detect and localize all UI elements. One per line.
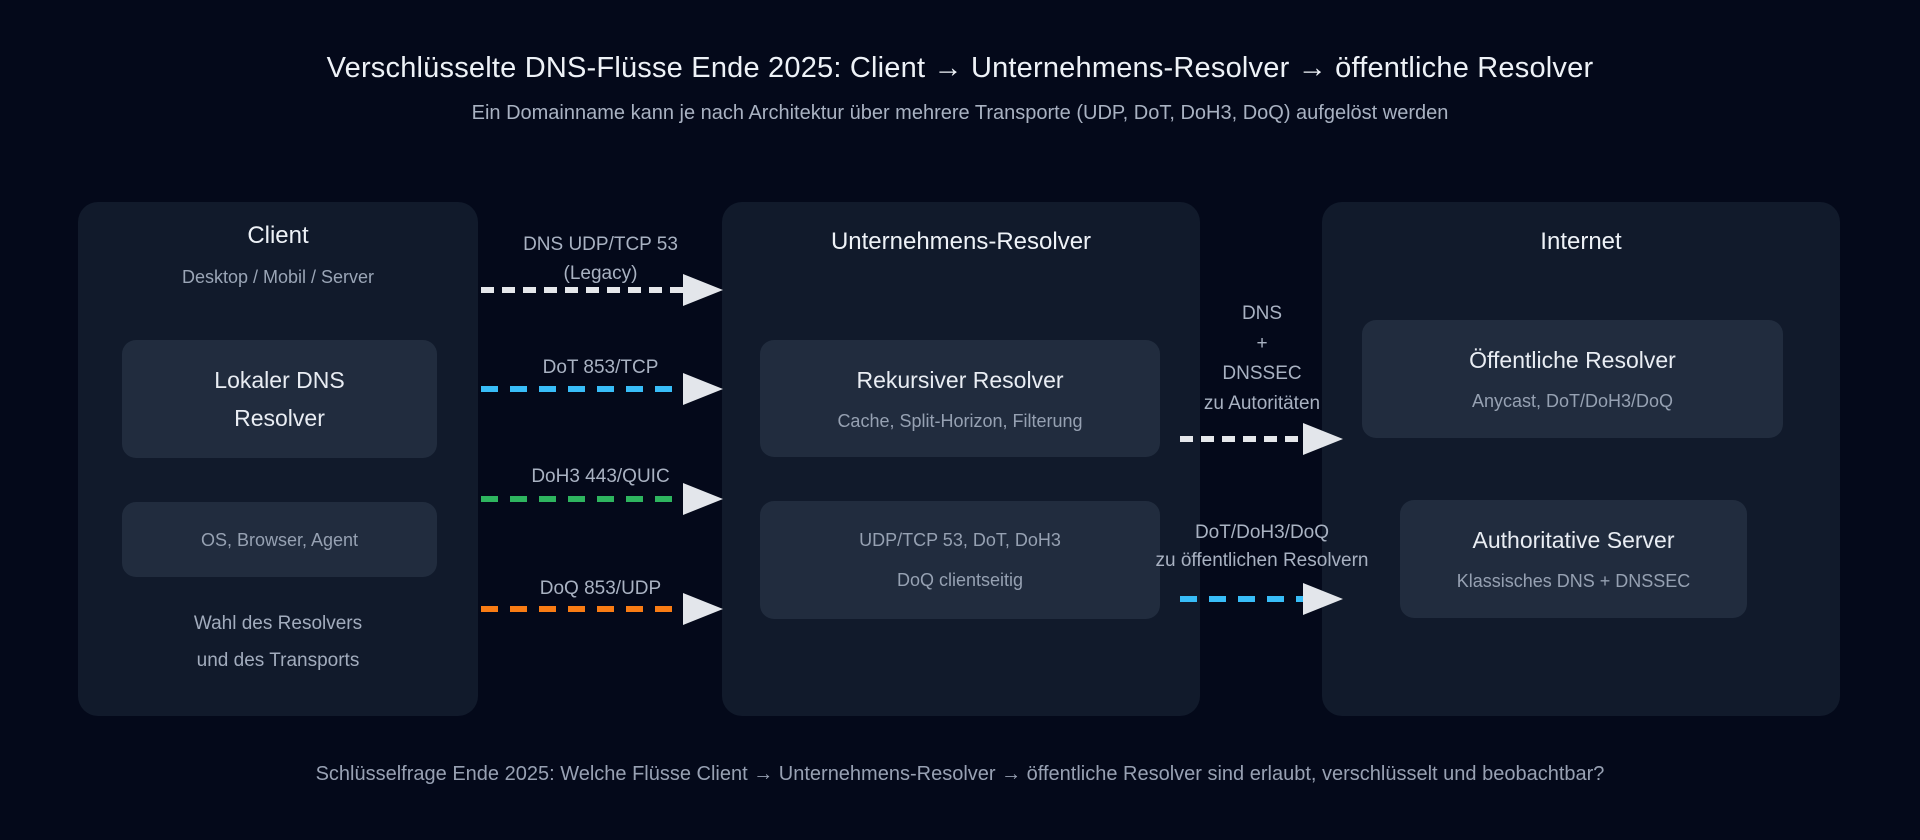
internet-title: Internet	[1540, 228, 1622, 255]
page-title: Verschlüsselte DNS-Flüsse Ende 2025: Cli…	[326, 52, 1594, 84]
enterprise-title: Unternehmens-Resolver	[830, 228, 1092, 255]
arrow-label-dns-udp-tcp-53: DNS UDP/TCP 53 (Legacy)	[523, 234, 678, 284]
arrow-head-dns-dnssec-icon	[1303, 423, 1343, 455]
arrow-head-doq-icon	[683, 593, 723, 625]
arrow-head-dot-icon	[683, 373, 723, 405]
arrow-label-doh3: DoH3 443/QUIC	[531, 466, 670, 487]
arrow-head-legacy-dns-icon	[683, 274, 723, 306]
arrow-line-doh3	[481, 496, 687, 502]
authoritative-servers-title: Authoritative Server	[1472, 527, 1675, 553]
recursive-resolver-title: Rekursiver Resolver	[856, 366, 1064, 393]
local-resolver-line2: Resolver	[234, 405, 325, 431]
arrow-line-dns-dnssec	[1180, 436, 1305, 442]
arrow-line-legacy-dns	[481, 287, 687, 293]
recursive-resolver-sub: Cache, Split-Horizon, Filterung	[837, 410, 1083, 431]
enterprise-transports-line1: UDP/TCP 53, DoT, DoH3	[859, 530, 1061, 550]
arrow-line-dot	[481, 386, 687, 392]
arrow-label-doq: DoQ 853/UDP	[539, 578, 662, 599]
client-title: Client	[247, 222, 309, 249]
arrow-label-dns-dnssec: DNS + DNSSEC zu Autoritäten	[1203, 303, 1321, 414]
public-resolvers-title: Öffentliche Resolver	[1469, 347, 1676, 373]
internet-box-authoritative-servers: Authoritative Server Klassisches DNS + D…	[1400, 500, 1747, 618]
arrow-head-dot-doh3-doq-icon	[1303, 583, 1343, 615]
enterprise-box-transports: UDP/TCP 53, DoT, DoH3 DoQ clientseitig	[760, 501, 1160, 619]
client-note: Wahl des Resolvers und des Transports	[78, 605, 478, 679]
internet-box-public-resolvers: Öffentliche Resolver Anycast, DoT/DoH3/D…	[1362, 320, 1783, 438]
enterprise-transports-line2: DoQ clientseitig	[896, 570, 1024, 590]
arrow-head-doh3-icon	[683, 483, 723, 515]
arrow-line-dot-doh3-doq	[1180, 596, 1305, 602]
arrow-line-doq	[481, 606, 687, 612]
client-box-local-resolver: Lokaler DNS Resolver	[122, 340, 437, 458]
local-resolver-line1: Lokaler DNS	[214, 367, 345, 393]
os-browser-agent-label: OS, Browser, Agent	[200, 529, 359, 550]
arrow-label-dot-doh3-doq: DoT/DoH3/DoQ zu öffentlichen Resolvern	[1155, 522, 1369, 571]
client-note-line1: Wahl des Resolvers	[193, 613, 363, 634]
client-note-line2: und des Transports	[196, 650, 360, 671]
panel-client	[78, 202, 478, 716]
client-box-os-browser-agent: OS, Browser, Agent	[122, 502, 437, 577]
footer-question: Schlüsselfrage Ende 2025: Welche Flüsse …	[315, 763, 1605, 785]
enterprise-box-recursive-resolver: Rekursiver Resolver Cache, Split-Horizon…	[760, 340, 1160, 457]
client-subtitle: Desktop / Mobil / Server	[181, 267, 375, 287]
panel-enterprise-resolver	[722, 202, 1200, 716]
panel-internet	[1322, 202, 1840, 716]
public-resolvers-sub: Anycast, DoT/DoH3/DoQ	[1471, 391, 1674, 411]
authoritative-servers-sub: Klassisches DNS + DNSSEC	[1456, 571, 1691, 591]
page-subtitle: Ein Domainname kann je nach Architektur …	[471, 102, 1449, 124]
arrow-label-dot: DoT 853/TCP	[542, 357, 659, 378]
